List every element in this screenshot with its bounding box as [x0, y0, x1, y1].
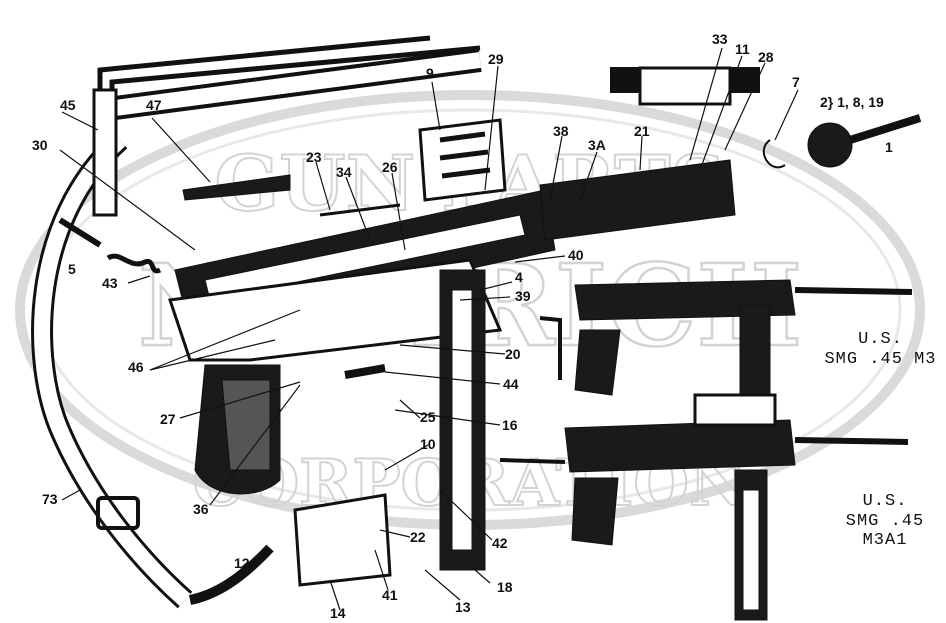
m3-magazine	[739, 304, 771, 396]
cover-slots	[439, 131, 491, 179]
ejector-cover	[418, 118, 507, 202]
callout-10: 10	[420, 436, 436, 452]
callout-18: 18	[497, 579, 513, 595]
sling	[31, 48, 760, 609]
trigger-housing	[168, 258, 503, 362]
callout-38: 38	[553, 123, 569, 139]
callout-14: 14	[330, 605, 346, 621]
guide-rod-23	[319, 203, 401, 217]
model-label-m3: U.S. SMG .45 M3	[818, 330, 943, 369]
m3-profile	[539, 279, 913, 396]
callout-43: 43	[102, 275, 118, 291]
model-m3a1-line2: SMG .45	[845, 511, 925, 531]
barrel-1	[848, 114, 922, 144]
callout-13: 13	[455, 599, 471, 615]
callout-12: 12	[234, 555, 250, 571]
barrel-collar	[807, 122, 853, 168]
sling-buckle	[96, 496, 140, 530]
wire-stock	[92, 35, 481, 217]
callout-5: 5	[68, 261, 76, 277]
m3-barrel	[794, 287, 913, 295]
m3-grip	[574, 329, 621, 396]
m3a1-receiver	[564, 419, 796, 473]
callout-22: 22	[410, 529, 426, 545]
m3-stock	[539, 316, 562, 380]
sling-top-strap-inner	[98, 52, 482, 118]
model-m3-line2: SMG .45 M3	[824, 349, 937, 369]
callout-41: 41	[382, 587, 398, 603]
sling-strap-inner	[34, 134, 191, 606]
callout-42: 42	[492, 535, 508, 551]
callout-9: 9	[426, 65, 434, 81]
callout-20: 20	[505, 346, 521, 362]
callout-33: 33	[712, 31, 728, 47]
callout-30: 30	[32, 137, 48, 153]
callout-25: 25	[420, 409, 436, 425]
callout-11: 11	[735, 41, 750, 57]
callout-1: 1	[885, 139, 893, 155]
callout-39: 39	[515, 288, 531, 304]
callout-73: 73	[42, 491, 58, 507]
spring-43	[106, 253, 162, 274]
callout-28: 28	[758, 49, 774, 65]
model-label-m3a1: U.S. SMG .45 M3A1	[830, 492, 940, 551]
callout-4: 4	[515, 269, 523, 285]
m3a1-magazine-window	[742, 489, 760, 611]
callout-2-1-8-19: 2} 1, 8, 19	[820, 94, 884, 110]
sling-strap-clip	[638, 66, 732, 106]
stock-butt-pad	[92, 88, 118, 217]
callout-29: 29	[488, 51, 504, 67]
callout-3A: 3A	[588, 137, 606, 153]
exploded-receiver	[58, 114, 922, 605]
receiver-highlight	[204, 214, 526, 301]
rod-47	[182, 174, 291, 201]
callout-47: 47	[146, 97, 162, 113]
callout-44: 44	[503, 376, 519, 392]
pin-44	[344, 364, 386, 379]
callout-36: 36	[193, 501, 209, 517]
magazine-housing	[293, 493, 392, 587]
model-m3a1-line3: M3A1	[862, 531, 908, 551]
m3a1-profile	[499, 393, 909, 621]
callout-26: 26	[382, 159, 398, 175]
oiler-12	[188, 544, 274, 605]
callout-16: 16	[502, 417, 518, 433]
pin-5	[58, 217, 102, 248]
m3a1-cover	[693, 393, 777, 427]
model-m3-line1: U.S.	[858, 330, 903, 349]
callout-21: 21	[634, 123, 650, 139]
ring-7	[762, 139, 786, 169]
m3a1-barrel	[794, 437, 909, 445]
barrel-housing	[539, 159, 736, 241]
callout-45: 45	[60, 97, 76, 113]
callout-7: 7	[792, 74, 800, 90]
leader-lines	[59, 47, 799, 611]
m3a1-grip	[571, 477, 619, 546]
model-m3a1-line1: U.S.	[862, 492, 908, 511]
m3a1-stock	[499, 458, 566, 464]
callout-27: 27	[160, 411, 176, 427]
grip-checkering	[221, 379, 271, 471]
callout-23: 23	[306, 149, 322, 165]
callout-34: 34	[336, 164, 352, 180]
callout-40: 40	[568, 247, 584, 263]
callout-46: 46	[128, 359, 144, 375]
